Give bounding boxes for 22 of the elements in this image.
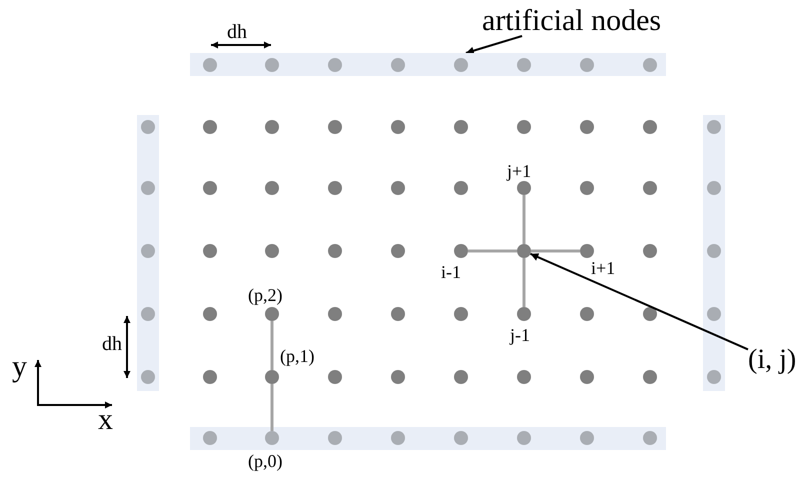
- point-label: (p,1): [280, 347, 314, 365]
- dimension-label: dh: [102, 334, 122, 354]
- connector-line: [468, 250, 517, 252]
- arrow: [530, 252, 748, 350]
- point-label: (p,0): [248, 452, 282, 470]
- axis-label: x: [98, 405, 113, 435]
- connector-line: [531, 250, 580, 252]
- point-label: (p,2): [248, 286, 282, 304]
- annotation-text: artificial nodes: [482, 6, 662, 36]
- point-label: i+1: [591, 259, 616, 277]
- connector-line: [270, 321, 274, 370]
- boundary-band: [190, 53, 666, 76]
- point-label: i-1: [441, 263, 461, 281]
- connector-line: [270, 384, 274, 431]
- dimension-label: dh: [227, 22, 247, 42]
- annotation-text: (i, j): [748, 346, 796, 374]
- axis-label: y: [12, 352, 27, 382]
- connector-line: [522, 195, 526, 244]
- point-label: j-1: [510, 326, 530, 344]
- arrow: [466, 35, 522, 54]
- point-label: j+1: [507, 162, 532, 180]
- connector-line: [522, 258, 526, 307]
